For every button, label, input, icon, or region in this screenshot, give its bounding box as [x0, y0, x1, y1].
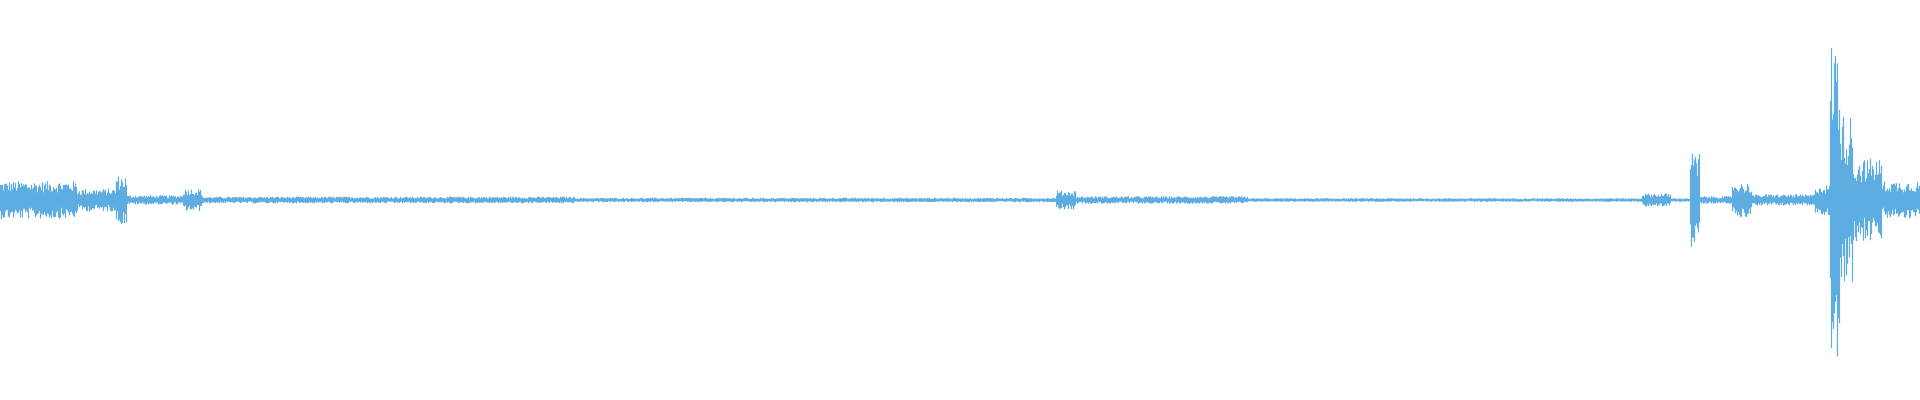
- waveform-trace: [0, 48, 1920, 357]
